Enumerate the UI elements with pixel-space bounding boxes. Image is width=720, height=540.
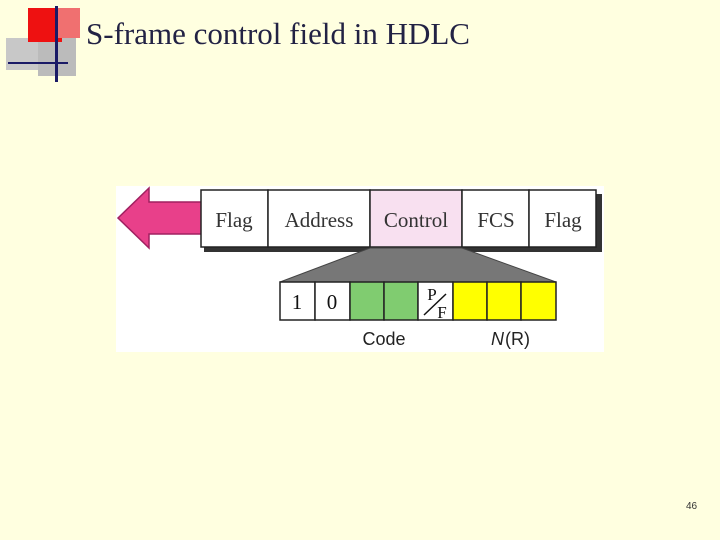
expansion-wedge <box>279 247 557 283</box>
direction-arrow-icon <box>116 186 203 250</box>
hdlc-frame-diagram: Flag Address Control FCS Flag 1 0 P F Co… <box>116 186 604 352</box>
bit-box-nr-3 <box>520 281 557 321</box>
nr-label-r: (R) <box>505 329 530 349</box>
decor-vertical-line <box>55 6 58 82</box>
bit-box-code-1 <box>349 281 385 321</box>
bit-value-2: 0 <box>327 290 338 314</box>
bit-box-1 <box>279 281 316 321</box>
bit-box-code-2 <box>383 281 419 321</box>
bit-box-2 <box>314 281 351 321</box>
field-address <box>267 189 371 248</box>
slide-page-number: 46 <box>686 501 698 512</box>
bit-box-nr-1 <box>452 281 488 321</box>
bit-value-1: 1 <box>292 290 303 314</box>
code-label: Code <box>362 329 405 349</box>
frame-diagram-svg: Flag Address Control FCS Flag 1 0 P F Co… <box>116 186 602 349</box>
field-label-address: Address <box>285 208 354 232</box>
field-flag-end <box>528 189 597 248</box>
pf-slash <box>423 293 447 316</box>
bit-box-nr-2 <box>486 281 522 321</box>
field-label-flag-end: Flag <box>544 208 582 232</box>
decor-horizontal-line <box>8 62 68 64</box>
pf-label-f: F <box>437 303 446 322</box>
decor-gray-square-back <box>6 38 38 70</box>
field-fcs <box>461 189 530 248</box>
field-label-control: Control <box>384 208 448 232</box>
slide-title: S-frame control field in HDLC <box>86 16 470 51</box>
field-label-flag-start: Flag <box>215 208 253 232</box>
decor-red-square-light <box>56 8 80 38</box>
field-control <box>369 189 463 248</box>
pf-label-p: P <box>427 285 436 304</box>
nr-label-n: N <box>491 329 505 349</box>
field-label-fcs: FCS <box>477 208 514 232</box>
